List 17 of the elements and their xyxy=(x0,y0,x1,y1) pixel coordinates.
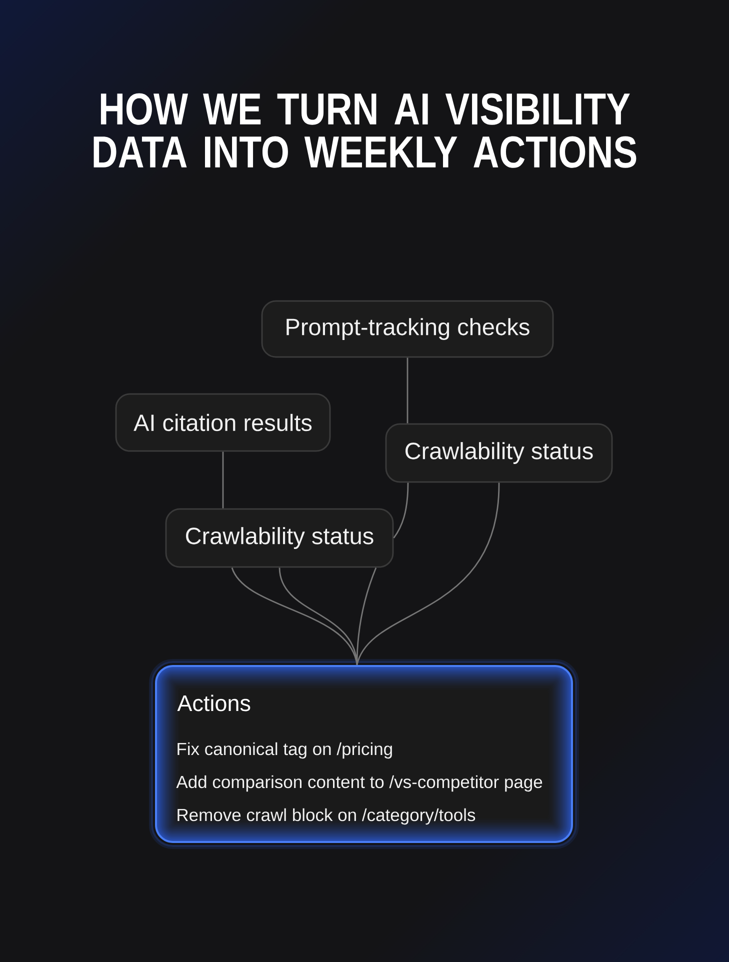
connector-line xyxy=(356,568,377,665)
actions-card xyxy=(149,659,579,849)
connector-line xyxy=(356,482,500,666)
label-box: Prompt-tracking checks xyxy=(261,300,554,358)
connector-line xyxy=(278,568,358,665)
action-item: Remove crawl block on /category/tools xyxy=(178,808,476,825)
card-heading: Actions xyxy=(177,694,250,712)
action-item: Add comparison content to /vs-competitor page xyxy=(176,775,542,792)
label-box: AI citation results xyxy=(115,393,331,452)
connector-line xyxy=(231,567,358,665)
connector-line xyxy=(222,452,224,508)
connector-line xyxy=(393,482,409,538)
action-item: Fix canonical tag on /pricing xyxy=(178,742,392,759)
title: HOW WE TURN AI VISIBILITY DATA INTO WEEKLY ACTIONS xyxy=(94,93,636,168)
label-box: Crawlability status xyxy=(165,508,394,568)
connector-line xyxy=(406,358,408,424)
label-box: Crawlability status xyxy=(385,423,613,483)
